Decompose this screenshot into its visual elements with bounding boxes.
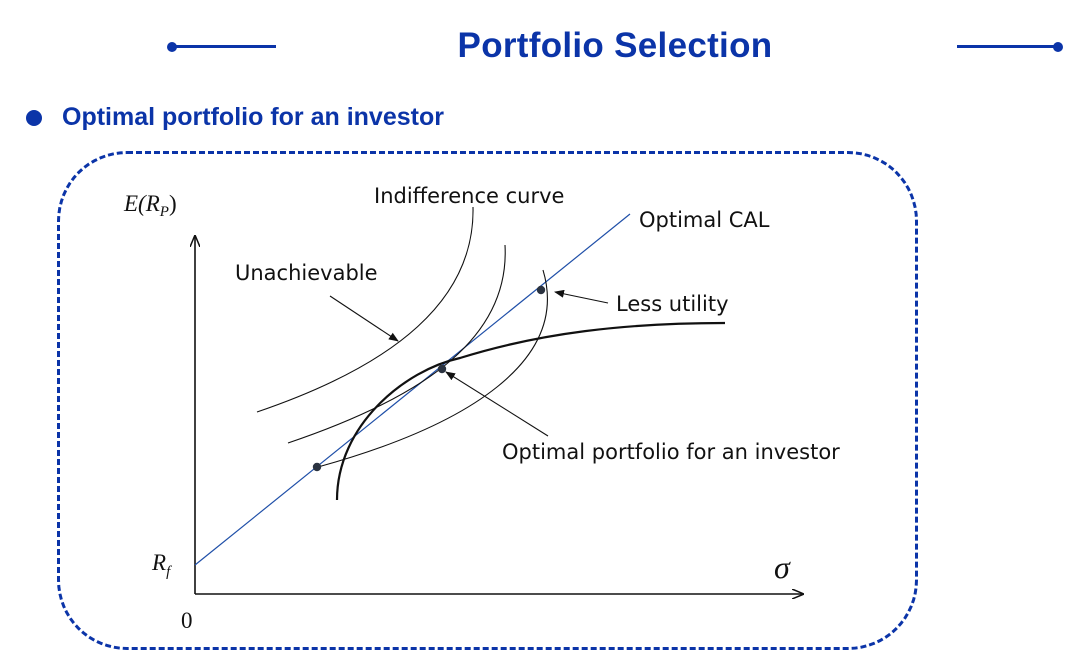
bullet-icon bbox=[26, 110, 42, 126]
x-axis-label: σ bbox=[774, 549, 791, 585]
y-axis-label: E(RP) bbox=[123, 191, 177, 220]
optimal-cal-line bbox=[194, 213, 631, 566]
indifference-curve-low bbox=[317, 269, 548, 468]
less-utility-label: Less utility bbox=[616, 292, 729, 316]
rf-label: Rf bbox=[151, 550, 172, 580]
unachievable-arrow bbox=[329, 295, 399, 342]
unachievable-label: Unachievable bbox=[235, 261, 378, 285]
section-heading: Optimal portfolio for an investor bbox=[62, 103, 444, 131]
title-decoration-left bbox=[172, 45, 276, 48]
indifference-curve-label: Indifference curve bbox=[374, 184, 564, 208]
diagram-frame bbox=[57, 151, 918, 650]
indifference-curve-high bbox=[256, 206, 474, 413]
optimal-portfolio-label: Optimal portfolio for an investor bbox=[502, 440, 840, 464]
optimal-portfolio-point bbox=[437, 364, 447, 374]
indifference-curve-optimal bbox=[287, 244, 506, 444]
efficient-frontier-curve bbox=[335, 321, 726, 501]
optimal-portfolio-arrow bbox=[445, 371, 549, 437]
title-decoration-right-dot bbox=[1053, 41, 1063, 52]
title-decoration-left-dot bbox=[167, 41, 177, 52]
less-utility-point-upper bbox=[536, 285, 546, 295]
title-decoration-right bbox=[957, 45, 1061, 48]
less-utility-arrow bbox=[554, 289, 609, 304]
origin-label: 0 bbox=[181, 608, 193, 633]
less-utility-point-lower bbox=[312, 462, 322, 472]
optimal-cal-label: Optimal CAL bbox=[639, 208, 770, 232]
page-title: Portfolio Selection bbox=[457, 26, 773, 65]
